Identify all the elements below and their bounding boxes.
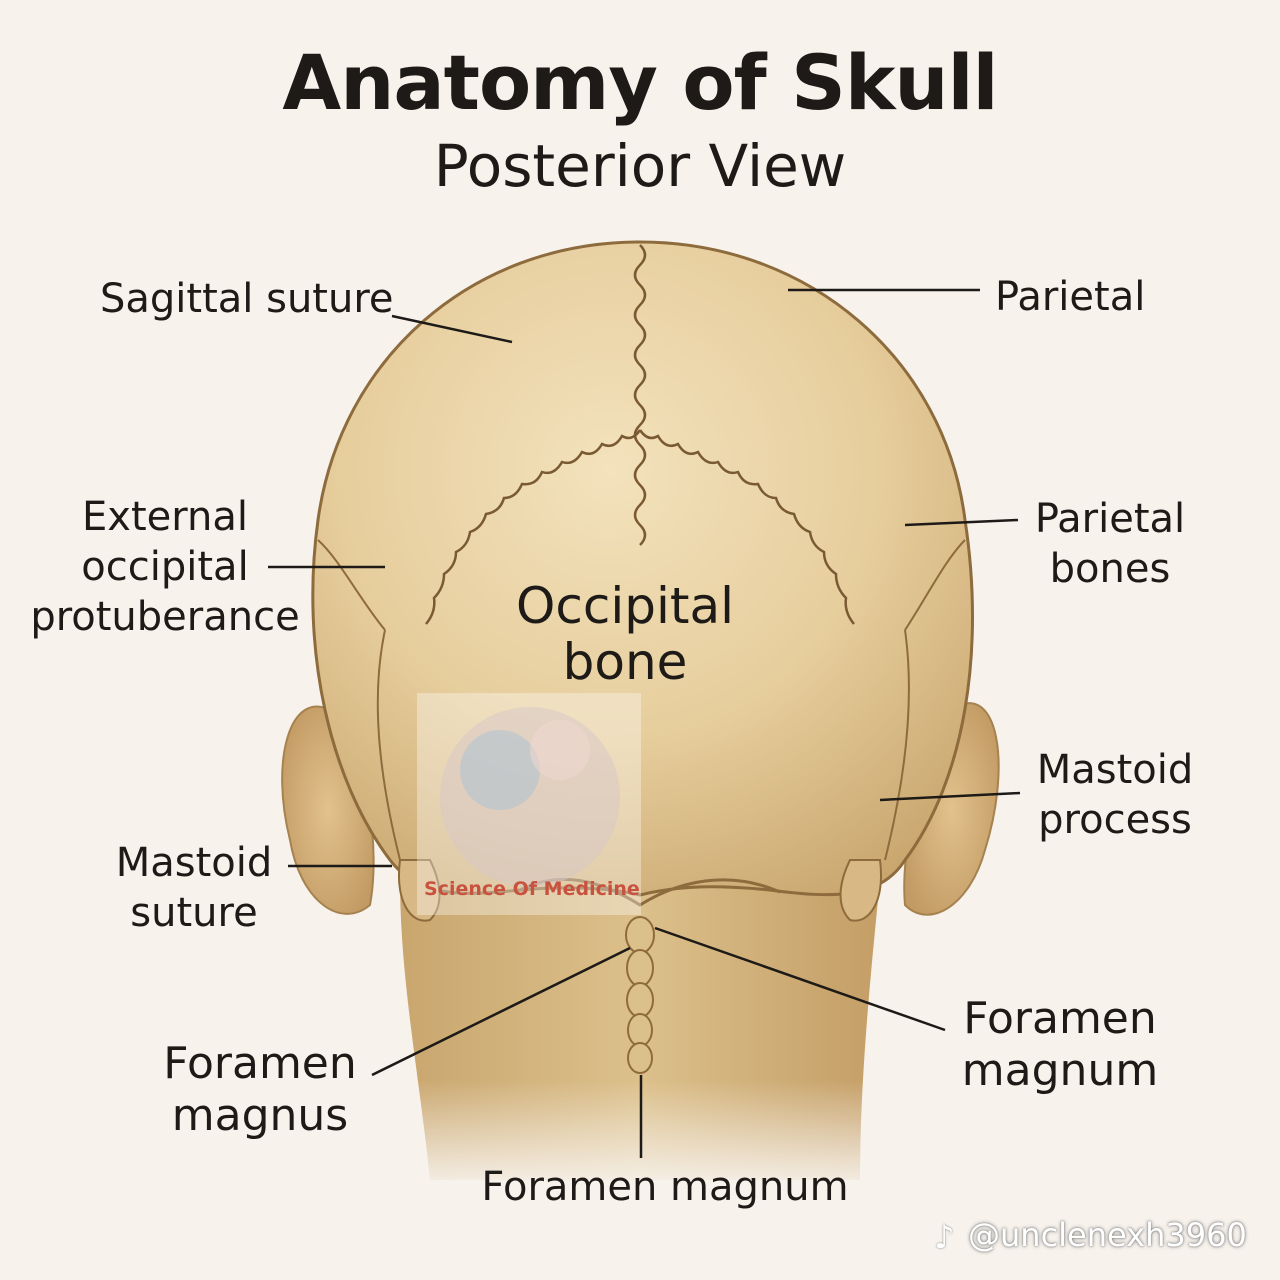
label-parietal-bones-line2: bones — [1049, 546, 1171, 592]
squamous-line-right — [904, 539, 966, 631]
label-mastoid-suture: Mastoid suture — [105, 838, 283, 938]
watermark-text: Science Of Medicine — [424, 878, 640, 900]
label-mastoid-process-line2: process — [1038, 797, 1192, 843]
label-foramen-magnum-right: Foramen magnum — [950, 993, 1170, 1097]
label-foramen-magnum-right-line1: Foramen — [963, 993, 1157, 1044]
label-foramen-magnus-line1: Foramen — [163, 1038, 357, 1089]
label-parietal-bones: Parietal bones — [1020, 494, 1200, 594]
cervical-spine — [625, 916, 655, 1074]
mastoid-suture-left — [376, 629, 401, 861]
leader-mastoid-process — [879, 791, 1021, 802]
lambdoid-suture-right — [638, 429, 855, 625]
label-mastoid-process: Mastoid process — [1030, 745, 1200, 845]
label-occipital-bone: Occipital bone — [500, 578, 750, 690]
label-external-occipital-protuberance: External occipital protuberance — [30, 492, 300, 642]
mastoid-process-left — [398, 859, 441, 922]
leader-sagittal — [391, 314, 513, 344]
label-foramen-magnus: Foramen magnus — [155, 1038, 365, 1142]
page-title: Anatomy of Skull — [282, 38, 998, 127]
label-occipital-bone-line2: bone — [562, 633, 688, 691]
label-external-occipital-line3: protuberance — [30, 594, 300, 640]
label-external-occipital-line1: External — [82, 494, 248, 540]
label-parietal: Parietal — [995, 274, 1146, 320]
leader-parietal-bones — [904, 518, 1019, 527]
tiktok-note-icon: ♪ — [934, 1218, 955, 1256]
mastoid-suture-right — [884, 629, 910, 861]
label-mastoid-suture-line2: suture — [130, 890, 258, 936]
label-external-occipital-line2: occipital — [81, 544, 249, 590]
credit-handle: @unclenexh3960 — [968, 1216, 1247, 1254]
label-foramen-magnum-right-line2: magnum — [961, 1045, 1159, 1096]
lambdoid-suture-left — [425, 429, 642, 625]
label-occipital-bone-line1: Occipital — [516, 577, 734, 635]
squamous-line-left — [317, 539, 386, 631]
label-mastoid-process-line1: Mastoid — [1036, 747, 1194, 793]
label-parietal-bones-line1: Parietal — [1034, 496, 1186, 542]
label-mastoid-suture-line1: Mastoid — [115, 840, 273, 886]
page-subtitle: Posterior View — [433, 132, 847, 200]
leader-foramen-magnus — [371, 946, 631, 1077]
leader-lines — [268, 288, 1021, 1158]
watermark-logo — [417, 693, 641, 915]
mastoid-process-right — [839, 859, 882, 922]
leader-foramen-magnum-right — [654, 926, 946, 1032]
label-foramen-magnum-bottom: Foramen magnum — [481, 1164, 849, 1210]
sagittal-suture-line — [633, 244, 647, 546]
label-foramen-magnus-line2: magnus — [171, 1090, 349, 1141]
label-sagittal-suture: Sagittal suture — [100, 276, 394, 322]
